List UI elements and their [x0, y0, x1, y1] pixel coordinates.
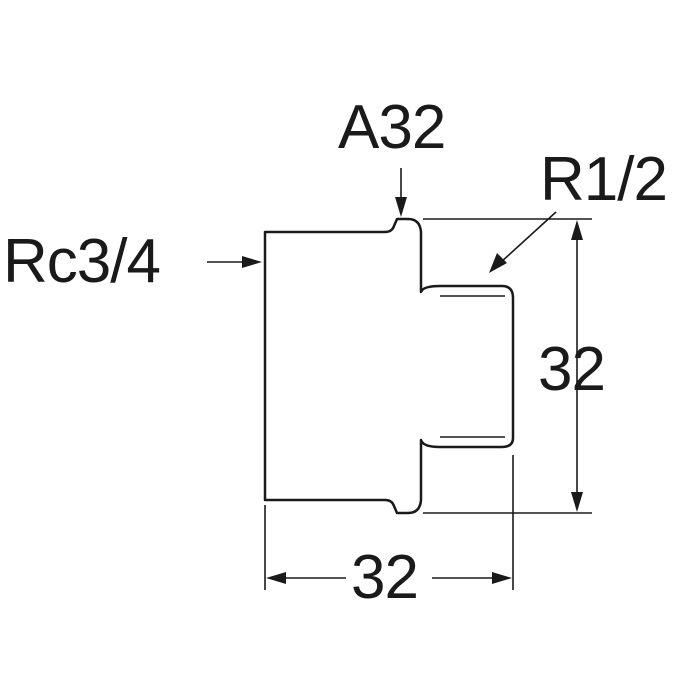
outlet-thread-label: R1/2: [540, 145, 667, 214]
length-arrow-right: [492, 572, 512, 584]
height-dimension-label: 32: [538, 335, 605, 404]
leaders: [207, 168, 557, 273]
extension-lines: [264, 218, 592, 590]
inlet-thread-label: Rc3/4: [3, 227, 160, 296]
length-arrow-left: [266, 572, 286, 584]
outlet-leader-line: [499, 211, 557, 264]
hex-leader-arrow: [395, 197, 407, 217]
height-arrow-bottom: [571, 492, 583, 512]
length-dimension-label: 32: [351, 543, 418, 612]
inlet-leader-arrow: [242, 256, 262, 268]
height-dimension: [571, 220, 583, 512]
length-dimension: [266, 572, 512, 584]
fitting-outline: [263, 217, 515, 515]
hex-size-label: A32: [338, 93, 445, 162]
height-arrow-top: [571, 220, 583, 240]
fitting-body: [263, 217, 515, 515]
outlet-leader-arrow: [489, 253, 507, 273]
